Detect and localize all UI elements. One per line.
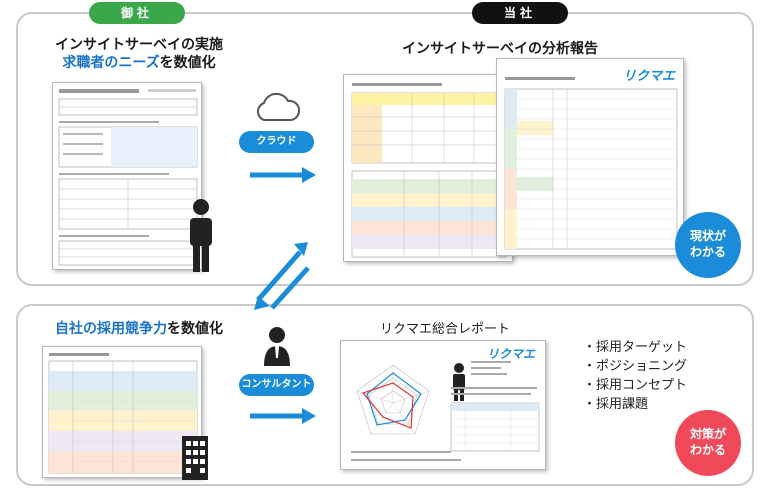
outcome-item: ・採用ターゲット: [583, 340, 688, 355]
survey-form-document: [52, 82, 202, 270]
survey-heading-highlight: 求職者のニーズ: [62, 55, 160, 71]
radar-report-brand-logo: リクマエ: [486, 347, 535, 361]
measures-badge: 対策が わかる: [675, 410, 741, 476]
analysis-report-front-document: リクマエ: [496, 58, 684, 256]
competitiveness-table-document: [42, 346, 202, 478]
cloud-icon: [257, 92, 300, 121]
radar-report-document: リクマエ: [340, 340, 546, 470]
job-seeker-person-icon: [190, 199, 212, 272]
company-building-icon: [182, 436, 208, 480]
survey-heading-line1: インサイトサーベイの実施: [55, 37, 223, 53]
our-company-tag: 当社: [472, 2, 568, 24]
competitiveness-heading-rest: を数値化: [167, 321, 223, 337]
outcome-item: ・採用課題: [583, 397, 649, 412]
consultant-label: コンサルタント: [239, 374, 314, 396]
report-brand-logo: リクマエ: [622, 69, 675, 84]
survey-heading: インサイトサーベイの実施 求職者のニーズを数値化: [44, 36, 234, 72]
outcome-item: ・ポジショニング: [583, 359, 688, 374]
arrow-right-icon: [250, 167, 316, 183]
measures-badge-text: 対策が わかる: [689, 427, 726, 457]
outcome-list: ・採用ターゲット ・ポジショニング ・採用コンセプト ・採用課題: [583, 338, 687, 414]
survey-heading-line2: 求職者のニーズを数値化: [44, 54, 234, 72]
exchange-arrows-icon: [254, 242, 310, 310]
competitiveness-heading-highlight: 自社の採用競争力: [55, 321, 167, 337]
survey-heading-rest: を数値化: [159, 55, 216, 71]
report-title: リクマエ総合レポート: [380, 322, 511, 337]
analysis-report-heading: インサイトサーベイの分析報告: [402, 41, 598, 57]
current-state-badge: 現状が わかる: [675, 212, 741, 278]
outcome-item: ・採用コンセプト: [583, 378, 688, 393]
cloud-label: クラウド: [239, 131, 314, 153]
consultant-icon: [264, 327, 290, 366]
analysis-report-back-document: [343, 74, 513, 262]
current-state-badge-text: 現状が わかる: [689, 229, 726, 259]
arrow-right-bottom-icon: [250, 408, 316, 424]
competitiveness-heading: 自社の採用競争力を数値化: [44, 318, 234, 338]
client-tag: 御社: [89, 2, 185, 24]
